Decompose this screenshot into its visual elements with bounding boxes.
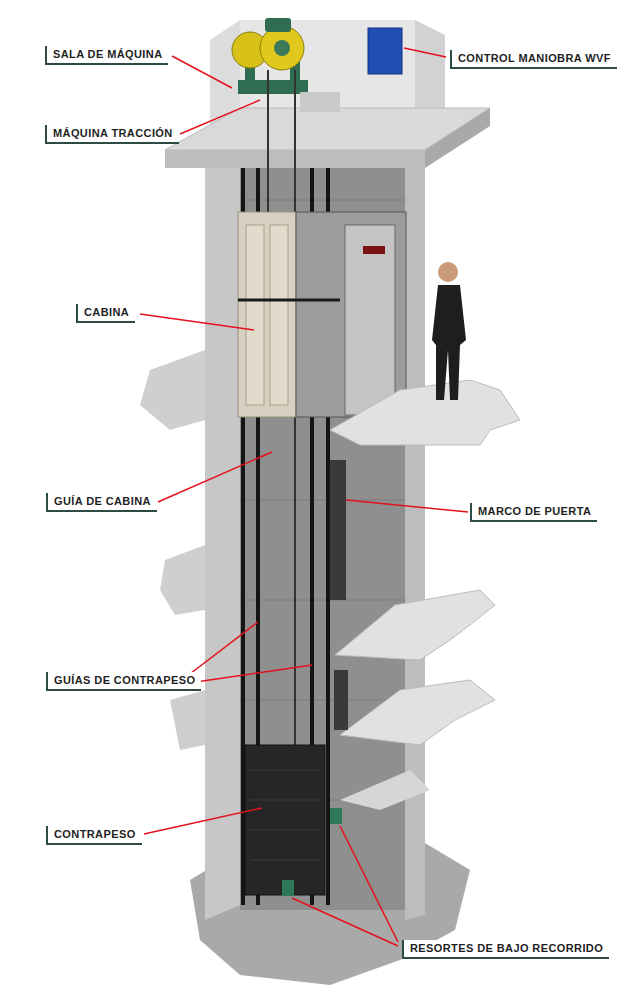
- callout-label: RESORTES DE BAJO RECORRIDO: [402, 940, 609, 959]
- callout-label: CONTRAPESO: [46, 826, 142, 845]
- callout-label: CONTROL MANIOBRA WVF: [450, 50, 617, 69]
- callout-label: MÁQUINA TRACCIÓN: [45, 125, 179, 144]
- callout-label: GUÍA DE CABINA: [46, 493, 157, 512]
- callout-label: GUÍAS DE CONTRAPESO: [46, 672, 201, 691]
- callout-label: MARCO DE PUERTA: [470, 503, 597, 522]
- callout-label: SALA DE MÁQUINA: [45, 46, 168, 65]
- callout-label: CABINA: [76, 304, 135, 323]
